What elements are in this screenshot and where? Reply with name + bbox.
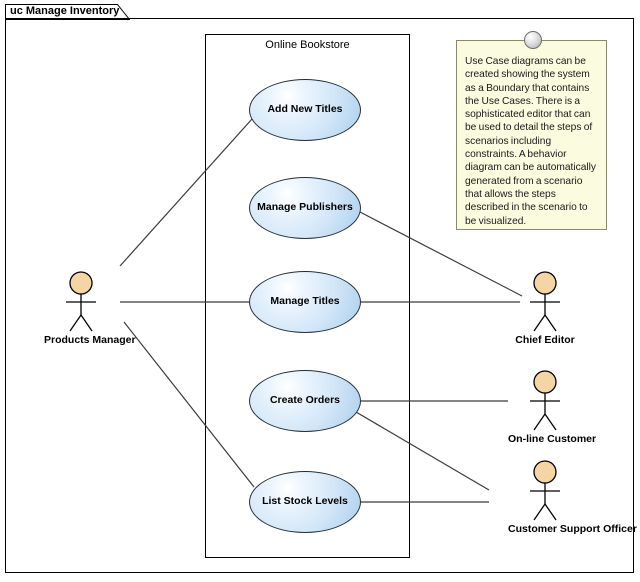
usecase-manage-publishers[interactable]: Manage Publishers: [249, 177, 361, 239]
usecase-list-stock-levels[interactable]: List Stock Levels: [249, 471, 361, 533]
usecase-label: Add New Titles: [267, 103, 343, 116]
actor-products-manager[interactable]: Products Manager: [44, 271, 136, 346]
usecase-add-new-titles[interactable]: Add New Titles: [249, 79, 361, 141]
note-box[interactable]: Use Case diagrams can be created showing…: [456, 40, 607, 230]
actor-stick-figure-icon: [530, 271, 560, 332]
actor-chief-editor[interactable]: Chief Editor: [508, 271, 582, 346]
note-text: Use Case diagrams can be created showing…: [465, 56, 597, 227]
note-pin-icon: [524, 31, 542, 49]
usecase-manage-titles[interactable]: Manage Titles: [249, 271, 361, 333]
usecase-label: Create Orders: [269, 394, 341, 407]
diagram-title: uc Manage Inventory: [10, 5, 120, 17]
usecase-label: Manage Titles: [270, 295, 340, 308]
usecase-create-orders[interactable]: Create Orders: [249, 370, 361, 432]
actor-online-customer[interactable]: On-line Customer: [508, 370, 597, 445]
diagram-frame: [5, 18, 634, 573]
usecase-label: List Stock Levels: [262, 495, 348, 508]
diagram-title-tab: [5, 4, 130, 20]
actor-label: On-line Customer: [508, 433, 597, 445]
usecase-label: Manage Publishers: [257, 201, 353, 214]
actor-label: Customer Support Officer: [508, 523, 637, 535]
actor-customer-support-officer[interactable]: Customer Support Officer: [508, 460, 637, 535]
actor-label: Chief Editor: [515, 334, 575, 346]
actor-stick-figure-icon: [530, 460, 560, 521]
actor-label: Products Manager: [44, 334, 136, 346]
actor-stick-figure-icon: [66, 271, 96, 332]
system-boundary-label: Online Bookstore: [265, 39, 350, 51]
actor-stick-figure-icon: [530, 370, 560, 431]
